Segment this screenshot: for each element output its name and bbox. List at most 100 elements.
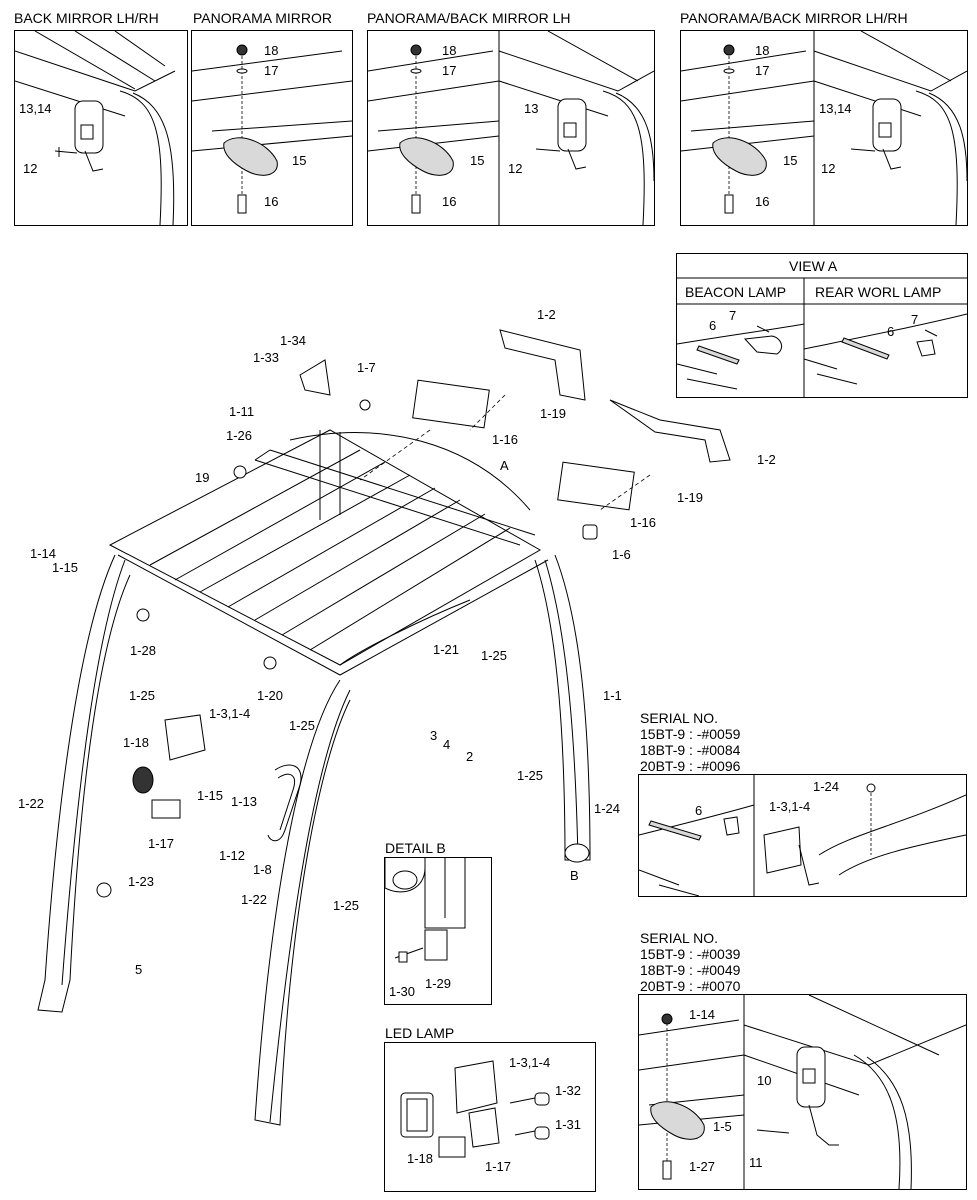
pblr-label-13-14: 13,14 — [819, 101, 852, 116]
label-1-25-c: 1-25 — [289, 718, 316, 733]
led-lamp-panel: 1-3,1-4 1-32 1-31 1-18 1-17 — [384, 1042, 596, 1192]
pbl-label-17: 17 — [442, 63, 457, 78]
detail-b-label-1-29: 1-29 — [425, 976, 452, 991]
label-1-19-b: 1-19 — [677, 490, 704, 505]
serial1-drawing — [639, 775, 966, 896]
panorama-label-15: 15 — [292, 153, 307, 168]
led-label-1-18: 1-18 — [407, 1151, 434, 1166]
label-1-7: 1-7 — [357, 360, 376, 375]
label-1-11: 1-11 — [229, 404, 255, 419]
serial2-drawing — [639, 995, 966, 1189]
back-mirror-panel: 13,14 12 — [14, 30, 188, 226]
serial1-label-1-3-1-4: 1-3,1-4 — [769, 799, 811, 814]
label-1-22-a: 1-22 — [18, 796, 45, 811]
panorama-back-lhrh-drawing — [681, 31, 967, 225]
label-5: 5 — [135, 962, 143, 977]
label-1-25-e: 1-25 — [333, 898, 360, 913]
label-1-20: 1-20 — [257, 688, 284, 703]
pblr-label-17: 17 — [755, 63, 770, 78]
label-3: 3 — [430, 728, 438, 743]
label-1-14: 1-14 — [30, 546, 57, 561]
label-1-22-b: 1-22 — [241, 892, 268, 907]
serial2-panel: 1-14 10 1-5 1-27 11 — [638, 994, 967, 1190]
pbl-label-18: 18 — [442, 43, 457, 58]
detail-b-panel: 1-30 1-29 — [384, 857, 492, 1005]
label-1-6: 1-6 — [612, 547, 631, 562]
rear-label-7: 7 — [911, 312, 919, 327]
serial1-line-1: 15BT-9 : -#0059 — [640, 726, 741, 742]
label-1-12: 1-12 — [219, 848, 246, 863]
serial2-heading: SERIAL NO. — [640, 930, 719, 946]
serial2-line-3: 20BT-9 : -#0070 — [640, 978, 741, 994]
led-label-1-3-1-4: 1-3,1-4 — [509, 1055, 551, 1070]
label-1-25-d: 1-25 — [517, 768, 544, 783]
label-1-17: 1-17 — [148, 836, 175, 851]
back-mirror-drawing — [15, 31, 176, 225]
serial2-label-10: 10 — [757, 1073, 772, 1088]
serial1-heading: SERIAL NO. — [640, 710, 719, 726]
back-mirror-title: BACK MIRROR LH/RH — [14, 10, 159, 26]
panorama-mirror-title: PANORAMA MIRROR — [193, 10, 332, 26]
label-1-25-b: 1-25 — [481, 648, 508, 663]
label-1-33: 1-33 — [253, 350, 280, 365]
view-a-drawing — [677, 277, 967, 397]
serial2-line-2: 18BT-9 : -#0049 — [640, 962, 741, 978]
label-1-1: 1-1 — [603, 688, 622, 703]
serial2-line-1: 15BT-9 : -#0039 — [640, 946, 741, 962]
view-a-title: VIEW A — [789, 258, 838, 274]
view-a-panel: VIEW A BEACON LAMP REAR WORL LAMP 7 6 7 … — [676, 253, 968, 398]
pblr-label-12: 12 — [821, 161, 836, 176]
led-label-1-17: 1-17 — [485, 1159, 512, 1174]
panorama-back-lh-drawing — [368, 31, 654, 225]
led-lamp-title: LED LAMP — [385, 1025, 455, 1041]
detail-b-title: DETAIL B — [385, 840, 446, 856]
label-19: 19 — [195, 470, 210, 485]
label-1-23: 1-23 — [128, 874, 155, 889]
serial1-line-2: 18BT-9 : -#0084 — [640, 742, 741, 758]
panorama-back-lhrh-title: PANORAMA/BACK MIRROR LH/RH — [680, 10, 908, 26]
serial1-label-1-24: 1-24 — [813, 779, 840, 794]
label-1-28: 1-28 — [130, 643, 157, 658]
pblr-label-15: 15 — [783, 153, 798, 168]
back-mirror-label-12: 12 — [23, 161, 38, 176]
serial2-label-1-27: 1-27 — [689, 1159, 716, 1174]
pbl-label-15: 15 — [470, 153, 485, 168]
detail-b-drawing — [385, 858, 466, 963]
pblr-label-18: 18 — [755, 43, 770, 58]
led-lamp-drawing — [400, 1060, 550, 1158]
panorama-mirror-drawing — [192, 44, 352, 214]
pbl-label-16: 16 — [442, 194, 457, 209]
pbl-label-13: 13 — [524, 101, 539, 116]
panorama-back-lh-panel: 18 17 15 16 13 12 — [367, 30, 655, 226]
label-1-16-b: 1-16 — [630, 515, 657, 530]
label-1-25-a: 1-25 — [129, 688, 156, 703]
panorama-back-lh-title: PANORAMA/BACK MIRROR LH — [367, 10, 571, 26]
label-1-18: 1-18 — [123, 735, 150, 750]
label-1-15-b: 1-15 — [197, 788, 224, 803]
label-1-21: 1-21 — [433, 642, 460, 657]
label-1-3-1-4: 1-3,1-4 — [209, 706, 251, 721]
label-b: B — [570, 868, 579, 883]
panorama-label-16: 16 — [264, 194, 279, 209]
label-2: 2 — [466, 749, 474, 764]
rear-label-6: 6 — [887, 324, 895, 339]
label-4: 4 — [443, 737, 451, 752]
serial2-label-1-14: 1-14 — [689, 1007, 716, 1022]
label-1-26: 1-26 — [226, 428, 253, 443]
label-1-34: 1-34 — [280, 333, 307, 348]
panorama-label-18: 18 — [264, 43, 279, 58]
pbl-label-12: 12 — [508, 161, 523, 176]
back-mirror-label-13-14: 13,14 — [19, 101, 52, 116]
led-label-1-31: 1-31 — [555, 1117, 582, 1132]
detail-b-label-1-30: 1-30 — [389, 984, 416, 999]
panorama-back-lhrh-panel: 18 17 15 16 13,14 12 — [680, 30, 968, 226]
panorama-label-17: 17 — [264, 63, 279, 78]
serial2-label-1-5: 1-5 — [713, 1119, 732, 1134]
label-1-16-a: 1-16 — [492, 432, 519, 447]
label-1-2-top: 1-2 — [537, 307, 556, 322]
rear-work-lamp-title: REAR WORL LAMP — [815, 284, 942, 300]
serial1-label-6: 6 — [695, 803, 703, 818]
label-1-24: 1-24 — [594, 801, 621, 816]
serial2-label-11: 11 — [749, 1155, 763, 1170]
